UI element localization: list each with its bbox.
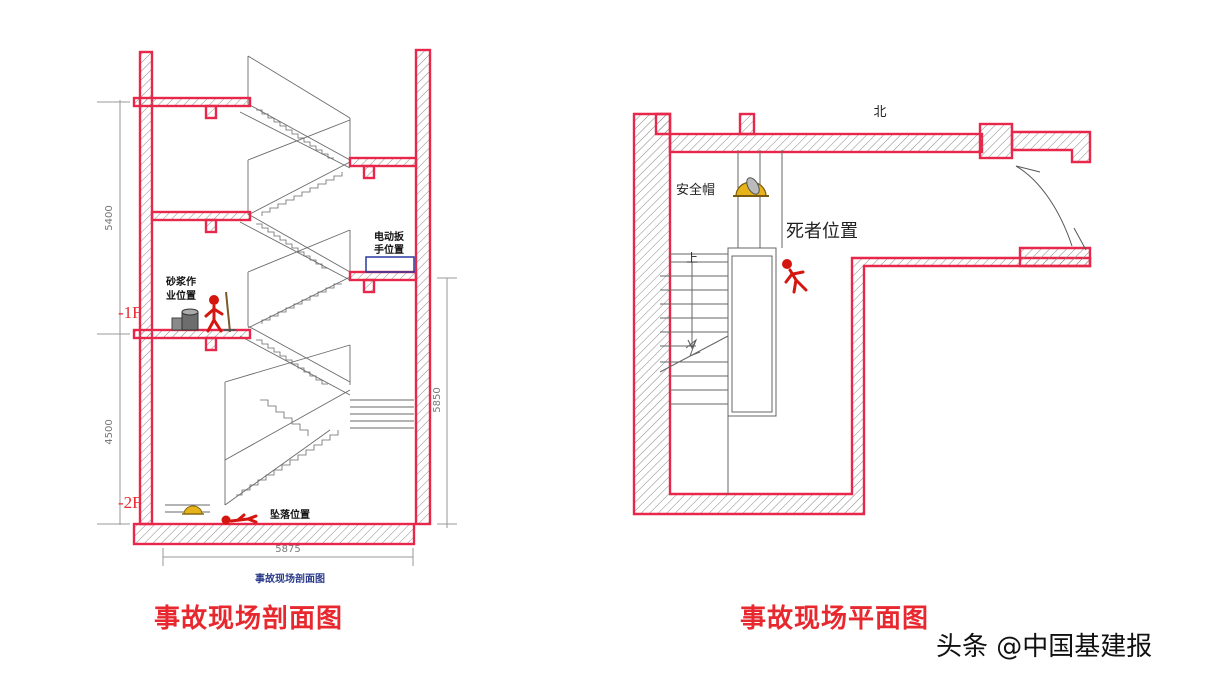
stair-flights [224, 55, 351, 506]
helmet-label: 安全帽 [676, 182, 715, 198]
plan-stairs [659, 150, 783, 494]
wrench-box [365, 256, 415, 273]
dimension-lines [97, 100, 457, 566]
dim-width: 5875 [275, 544, 300, 555]
plan-walls [632, 112, 1092, 516]
section-caption: 事故现场剖面图 [154, 604, 344, 634]
dim-right-height: 5850 [432, 387, 443, 412]
victim-label: 死者位置 [786, 221, 858, 242]
landing-lines [165, 399, 414, 513]
plan-view: 北 安全帽 死者位置 上 [632, 105, 1092, 516]
section-small-caption: 事故现场剖面图 [255, 572, 325, 585]
section-view: 5400 4500 5850 5875 [97, 48, 457, 585]
dim-top-height: 5400 [104, 205, 115, 230]
dim-bottom-height: 4500 [104, 419, 115, 444]
north-label: 北 [873, 105, 886, 120]
door-swing [1015, 165, 1087, 251]
helmet-icon [733, 177, 769, 197]
stair-steps [236, 109, 343, 496]
wrench-label-1: 电动扳 [374, 230, 405, 243]
worker-figure [204, 295, 224, 333]
bottom-helmet-icon [182, 505, 204, 515]
level-b2-label: -2F [118, 493, 142, 512]
victim-figure [782, 259, 808, 294]
wrench-label-2: 手位置 [374, 243, 404, 256]
mortar-label-1: 砂浆作 [165, 275, 196, 288]
fall-label: 坠落位置 [270, 508, 310, 521]
up-arrow-icon [687, 339, 697, 350]
mortar-buckets [171, 291, 236, 333]
plan-caption: 事故现场平面图 [740, 604, 930, 634]
fallen-person-icon [221, 513, 258, 525]
level-b1-label: -1F [118, 303, 142, 322]
up-label: 上 [686, 251, 698, 265]
mortar-label-2: 业位置 [166, 289, 196, 302]
watermark: 头条 @中国基建报 [936, 632, 1153, 662]
